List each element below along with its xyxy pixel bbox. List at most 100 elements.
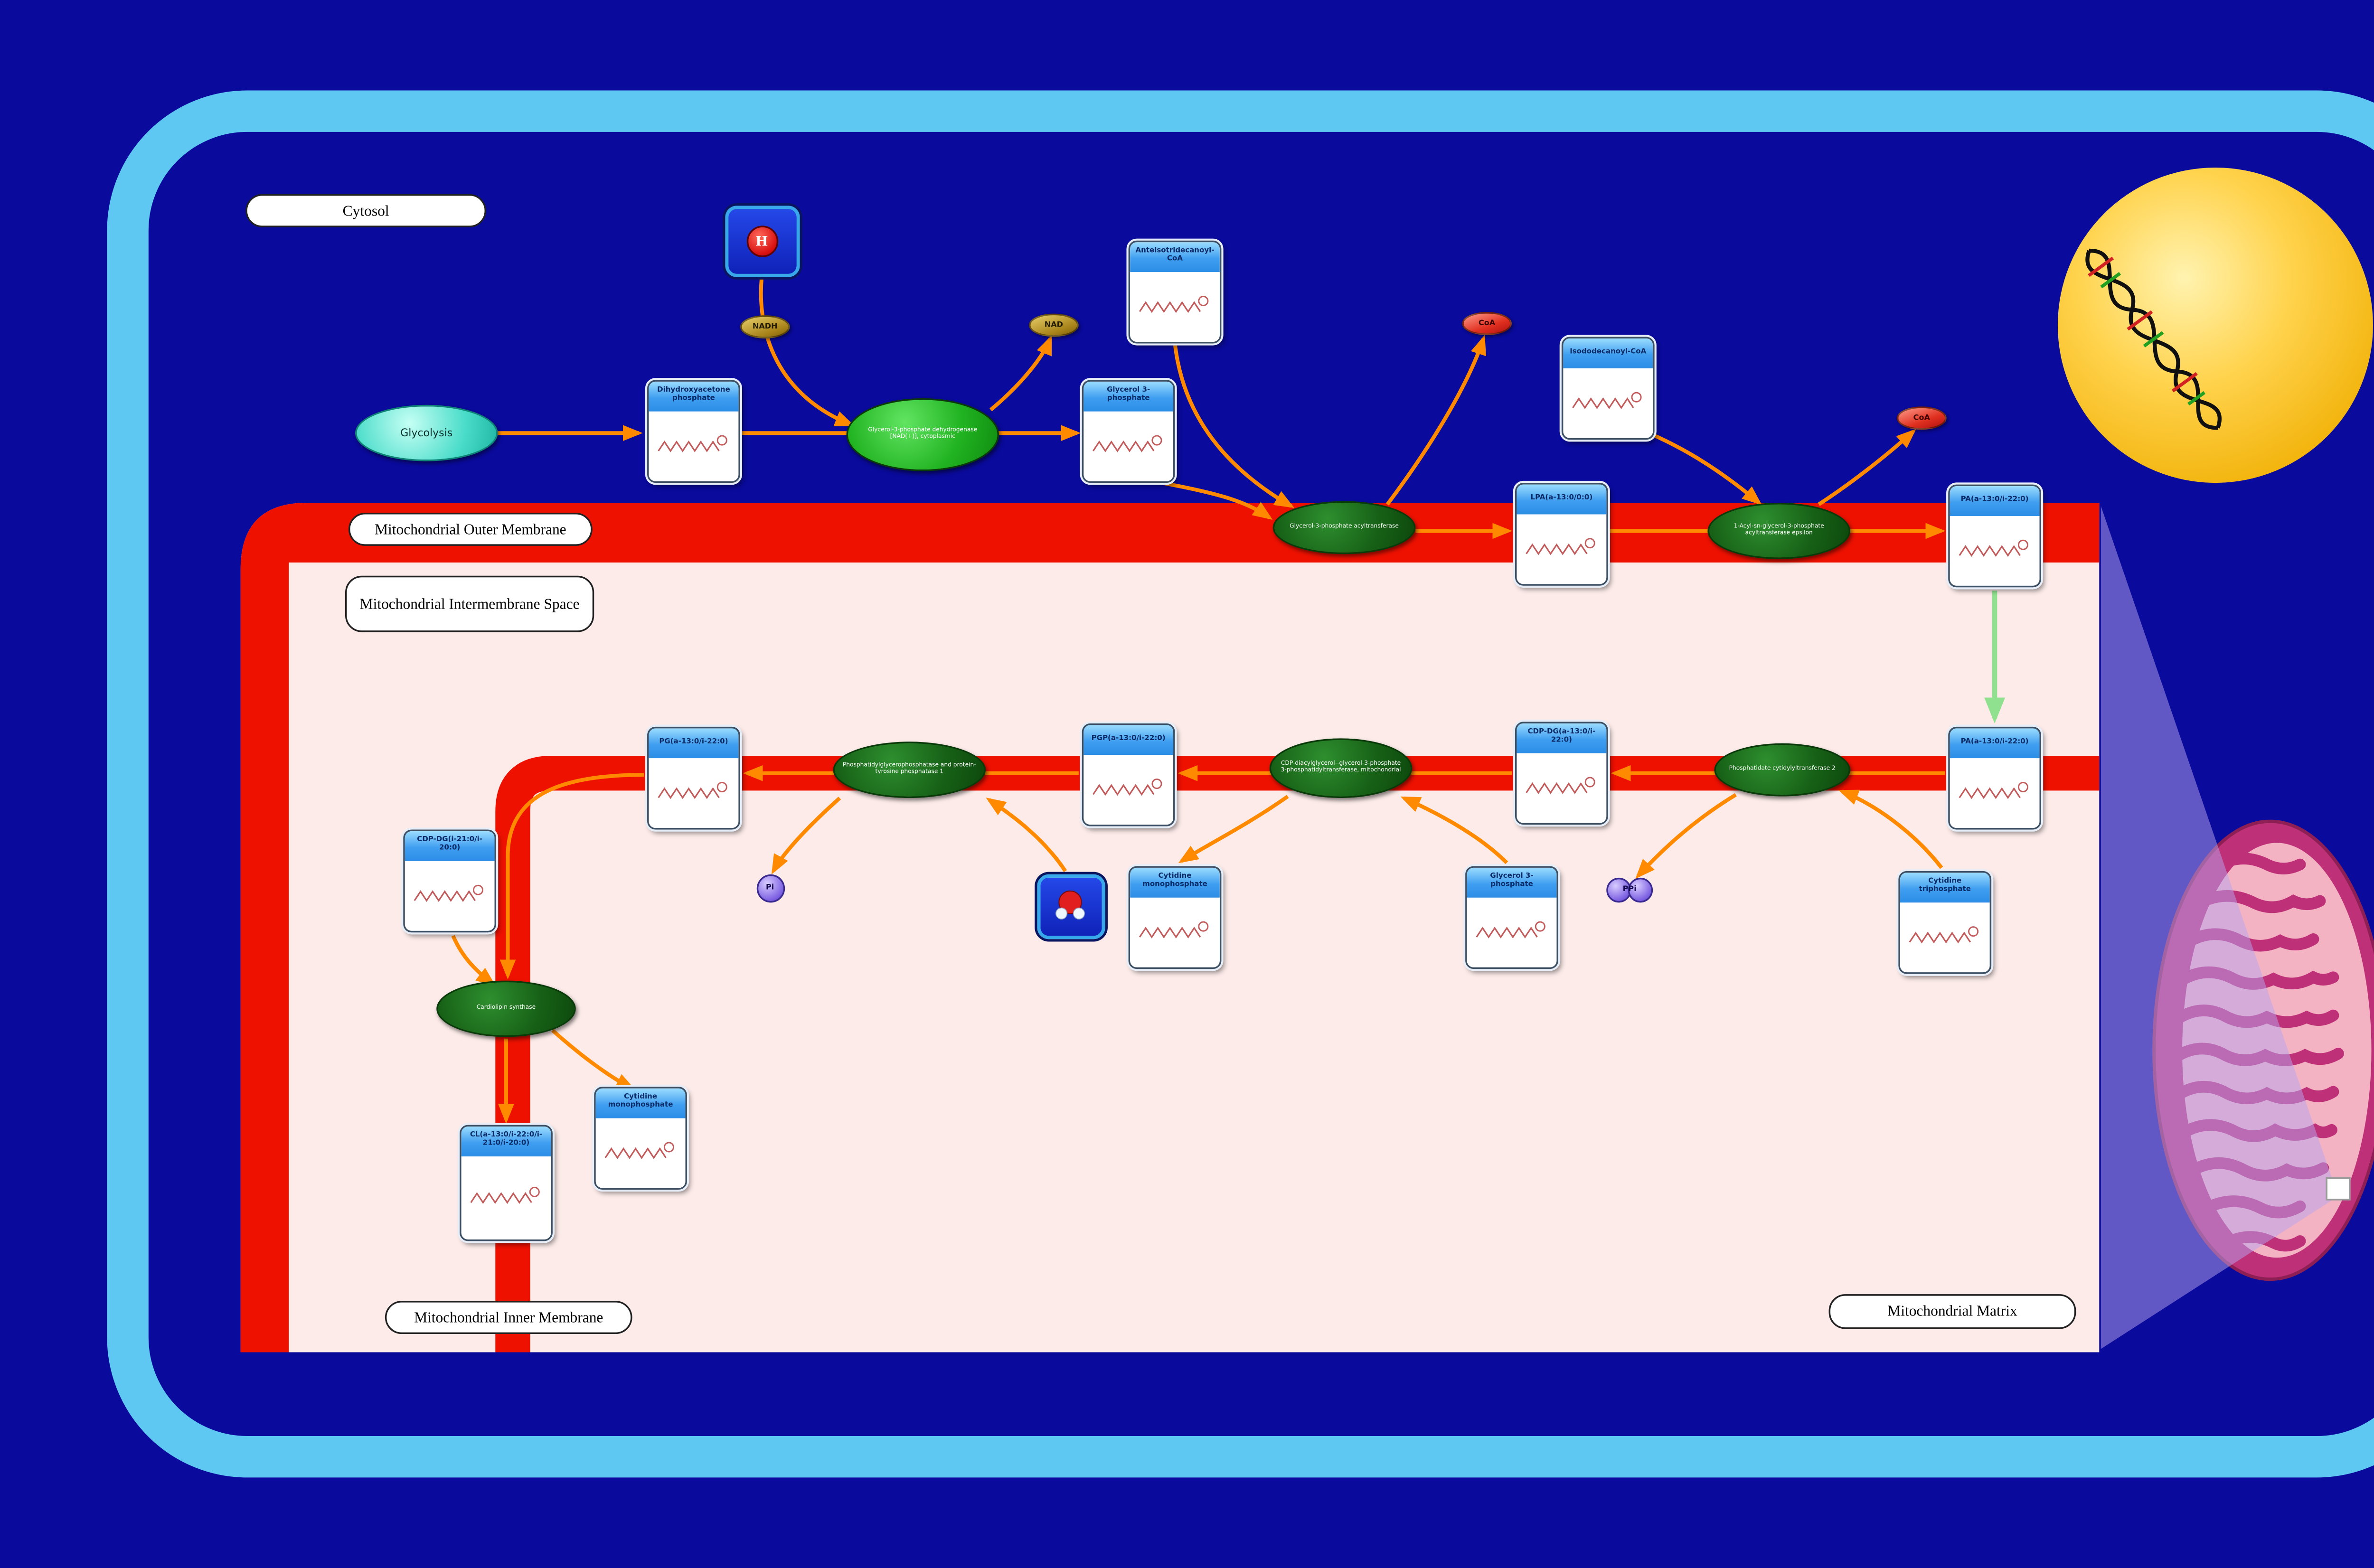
arrow-crls1-cmp xyxy=(551,1029,636,1090)
metabolite-label: CDP-DG(i-21:0/i-20:0) xyxy=(417,836,483,853)
enzyme-label: Phosphatidylglycerophosphatase and prote… xyxy=(842,761,976,775)
enzyme-label: Glycerol-3-phosphate acyltransferase xyxy=(1290,523,1399,530)
cofactor-pyrophosphate[interactable]: PPi xyxy=(1606,873,1653,905)
cofactor-water[interactable] xyxy=(1036,873,1104,939)
enzyme-gpd1[interactable]: Glycerol-3-phosphate dehydrogenase [NAD(… xyxy=(846,398,999,471)
metabolite-cmp-left[interactable]: Cytidine monophosphate xyxy=(594,1087,687,1190)
metabolite-cmp-mid[interactable]: Cytidine monophosphate xyxy=(1128,866,1222,969)
arrow-water-ptpmt1 xyxy=(986,798,1067,873)
zoom-source-square xyxy=(2326,1177,2351,1201)
metabolite-label: PA(a-13:0/i-22:0) xyxy=(1960,495,2029,504)
molecule-structure xyxy=(1563,368,1653,438)
molecule-structure xyxy=(1950,758,2040,828)
metabolite-glycerol-3-phosphate-cytosol[interactable]: Glycerol 3-phosphate xyxy=(1082,380,1175,483)
metabolite-ctp[interactable]: Cytidine triphosphate xyxy=(1898,871,1992,974)
cofactor-label: CoA xyxy=(1913,414,1930,423)
arrow-cdpdg-crls1 xyxy=(451,935,496,986)
metabolite-cardiolipin[interactable]: CL(a-13:0/i-22:0/i-21:0/i-20:0) xyxy=(460,1125,553,1241)
molecule-structure xyxy=(1467,897,1557,967)
metabolite-label: Anteisotridecanoyl-CoA xyxy=(1135,247,1215,264)
arrow-pg-crls1 xyxy=(499,773,644,980)
metabolite-header: Cytidine monophosphate xyxy=(1130,867,1220,898)
metabolite-anteisotridecanoyl-coa[interactable]: Anteisotridecanoyl-CoA xyxy=(1128,240,1222,344)
metabolite-header: Dihydroxyacetone phosphate xyxy=(649,381,739,412)
enzyme-label: Glycerol-3-phosphate dehydrogenase [NAD(… xyxy=(868,426,978,440)
molecule-structure xyxy=(1517,753,1607,823)
metabolite-isododecanoyl-coa[interactable]: Isododecanoyl-CoA xyxy=(1561,337,1655,440)
region-label-text: Cytosol xyxy=(342,202,389,219)
region-label-text: Mitochondrial Matrix xyxy=(1887,1303,2017,1320)
cofactor-coa-2[interactable]: CoA xyxy=(1896,406,1947,430)
phosphate-bubble-icon xyxy=(1628,877,1653,902)
metabolite-header: CDP-DG(i-21:0/i-20:0) xyxy=(405,831,495,861)
molecule-structure xyxy=(649,758,739,828)
metabolite-cdp-dg-left[interactable]: CDP-DG(i-21:0/i-20:0) xyxy=(403,829,497,933)
metabolite-label: PA(a-13:0/i-22:0) xyxy=(1960,737,2029,746)
cofactor-nad[interactable]: NAD xyxy=(1028,313,1079,337)
hydrogen-letter: H xyxy=(755,232,768,249)
enzyme-gpat[interactable]: Glycerol-3-phosphate acyltransferase xyxy=(1272,501,1416,554)
metabolite-label: CL(a-13:0/i-22:0/i-21:0/i-20:0) xyxy=(470,1131,543,1148)
metabolite-pg[interactable]: PG(a-13:0/i-22:0) xyxy=(647,726,740,830)
enzyme-label: Cardiolipin synthase xyxy=(476,1004,536,1011)
phosphate-bubble-icon xyxy=(1606,877,1631,902)
metabolite-label: Isododecanoyl-CoA xyxy=(1570,347,1647,356)
enzyme-ptpmt1[interactable]: Phosphatidylglycerophosphatase and prote… xyxy=(833,742,986,798)
enzyme-cds2[interactable]: Phosphatidate cytidylyltransferase 2 xyxy=(1714,743,1851,797)
metabolite-dihydroxyacetone-phosphate[interactable]: Dihydroxyacetone phosphate xyxy=(647,380,740,483)
cofactor-label: CoA xyxy=(1478,319,1496,328)
metabolite-header: Glycerol 3-phosphate xyxy=(1467,867,1557,898)
cell-membrane-border xyxy=(107,90,2374,1478)
enzyme-crls1[interactable]: Cardiolipin synthase xyxy=(436,980,576,1037)
metabolite-label: CDP-DG(a-13:0/i-22:0) xyxy=(1527,728,1596,745)
metabolite-lpa[interactable]: LPA(a-13:0/0:0) xyxy=(1515,483,1608,586)
region-label-matrix: Mitochondrial Matrix xyxy=(1828,1294,2076,1329)
cofactor-proton[interactable]: H xyxy=(724,205,799,276)
arrow-gpd1-nad xyxy=(989,335,1053,412)
metabolite-label: LPA(a-13:0/0:0) xyxy=(1530,493,1593,502)
metabolite-pa-inner[interactable]: PA(a-13:0/i-22:0) xyxy=(1948,726,2041,830)
enzyme-pgs1[interactable]: CDP-diacylglycerol--glycerol-3-phosphate… xyxy=(1269,738,1413,798)
molecule-structure xyxy=(1900,902,1990,973)
cofactor-nadh[interactable]: NADH xyxy=(740,315,790,339)
molecule-structure xyxy=(1130,272,1220,342)
dna-helix-icon xyxy=(2085,248,2222,430)
cofactor-phosphate[interactable]: Pi xyxy=(756,873,784,902)
region-label-outer-membrane: Mitochondrial Outer Membrane xyxy=(348,512,593,546)
pathway-link-label: Glycolysis xyxy=(400,427,453,439)
enzyme-label: 1-Acyl-sn-glycerol-3-phosphate acyltrans… xyxy=(1733,523,1824,536)
metabolite-label: Cytidine monophosphate xyxy=(1142,873,1207,890)
metabolite-cdp-dg-inner[interactable]: CDP-DG(a-13:0/i-22:0) xyxy=(1515,722,1608,825)
molecule-structure xyxy=(405,861,495,931)
zoom-lens-polygon xyxy=(2101,506,2338,1349)
metabolite-header: CL(a-13:0/i-22:0/i-21:0/i-20:0) xyxy=(461,1127,551,1157)
arrow-acylcoa-gpat xyxy=(1173,343,1295,508)
arrow-proton-gpd1 xyxy=(759,277,855,427)
metabolite-label: Cytidine monophosphate xyxy=(608,1093,673,1110)
metabolite-pa-outer[interactable]: PA(a-13:0/i-22:0) xyxy=(1948,484,2041,588)
region-label-inner-membrane: Mitochondrial Inner Membrane xyxy=(385,1301,632,1334)
metabolite-header: Anteisotridecanoyl-CoA xyxy=(1130,242,1220,272)
cofactor-label: NADH xyxy=(752,322,778,331)
arrow-agpat-coa xyxy=(1818,429,1916,506)
metabolite-header: Isododecanoyl-CoA xyxy=(1563,338,1653,368)
cofactor-coa-1[interactable]: CoA xyxy=(1462,312,1512,336)
metabolite-label: Glycerol 3-phosphate xyxy=(1490,873,1534,890)
molecule-structure xyxy=(1950,516,2040,586)
arrow-g3p-pgs1 xyxy=(1400,796,1508,864)
molecule-structure xyxy=(649,411,739,481)
pathway-link-glycolysis[interactable]: Glycolysis xyxy=(355,404,498,461)
arrow-gpat-coa xyxy=(1385,335,1486,506)
arrow-cds2-ppi xyxy=(1635,793,1737,879)
cofactor-label: PPi xyxy=(1622,885,1637,894)
metabolite-header: PA(a-13:0/i-22:0) xyxy=(1950,728,2040,759)
enzyme-agpat-epsilon[interactable]: 1-Acyl-sn-glycerol-3-phosphate acyltrans… xyxy=(1707,503,1851,559)
molecule-structure xyxy=(461,1156,551,1239)
metabolite-header: Cytidine triphosphate xyxy=(1900,873,1990,903)
molecule-structure xyxy=(1130,897,1220,967)
metabolite-glycerol-3-phosphate-matrix[interactable]: Glycerol 3-phosphate xyxy=(1465,866,1558,969)
region-label-text: Mitochondrial Inner Membrane xyxy=(414,1309,603,1325)
metabolite-pgp[interactable]: PGP(a-13:0/i-22:0) xyxy=(1082,723,1175,826)
